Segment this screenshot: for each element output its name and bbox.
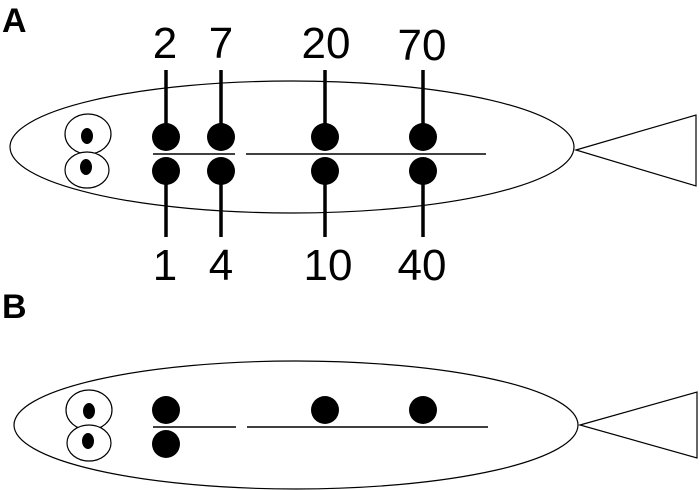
panel-label-a: A bbox=[2, 2, 27, 40]
bead-group-b bbox=[152, 396, 437, 458]
bottom-value-label: 4 bbox=[209, 241, 233, 290]
fish-tail bbox=[573, 114, 697, 187]
abacus-bead-top bbox=[207, 123, 235, 151]
top-value-label: 70 bbox=[398, 21, 447, 70]
top-value-label: 2 bbox=[153, 19, 177, 68]
fish-pupil-lower bbox=[82, 433, 94, 449]
bottom-value-label: 1 bbox=[153, 241, 177, 290]
top-value-label: 20 bbox=[302, 19, 351, 68]
fish-pupil-upper bbox=[83, 403, 95, 419]
fish-body bbox=[9, 80, 575, 214]
fish-pupil-upper bbox=[81, 128, 93, 144]
fish-tail bbox=[577, 391, 698, 459]
panel-a: A 2 7 20 70 1 4 10 40 bbox=[2, 2, 697, 290]
bottom-value-label: 40 bbox=[398, 241, 447, 290]
abacus-bead-bottom bbox=[207, 157, 235, 185]
abacus-bead-top bbox=[311, 123, 339, 151]
abacus-bead-bottom bbox=[152, 157, 180, 185]
fish-pupil-lower bbox=[80, 159, 92, 175]
abacus-bead-bottom bbox=[311, 157, 339, 185]
abacus-bead-top bbox=[409, 123, 437, 151]
panel-b: B bbox=[2, 288, 698, 490]
abacus-bead-bottom bbox=[409, 157, 437, 185]
bead-group-a bbox=[152, 70, 437, 237]
abacus-bead-top bbox=[152, 123, 180, 151]
abacus-bead-top bbox=[311, 396, 339, 424]
abacus-bead-bottom bbox=[152, 430, 180, 458]
abacus-bead-top bbox=[409, 396, 437, 424]
bottom-value-label: 10 bbox=[304, 241, 353, 290]
top-value-label: 7 bbox=[209, 19, 233, 68]
abacus-bead-top bbox=[152, 396, 180, 424]
panel-label-b: B bbox=[2, 288, 27, 326]
